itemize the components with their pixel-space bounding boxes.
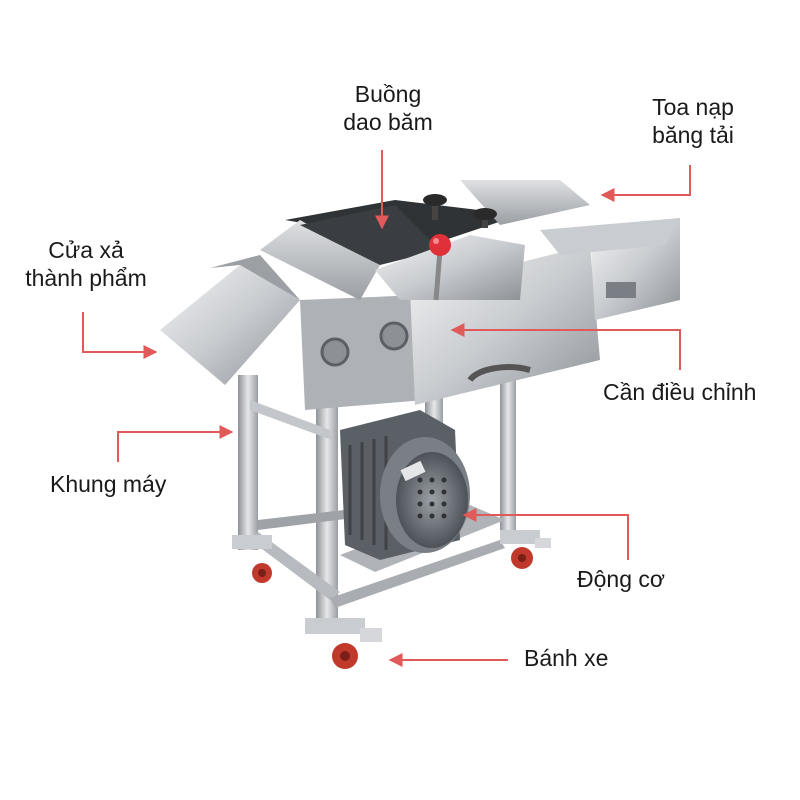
motor — [340, 410, 470, 560]
label-knife-chamber-line2: dao băm — [343, 109, 433, 135]
label-outlet: Cửa xả thành phẩm — [6, 236, 166, 292]
label-frame: Khung máy — [50, 471, 167, 497]
label-feed-tray: Toa nạp băng tải — [628, 93, 758, 149]
label-feed-tray-line2: băng tải — [652, 122, 734, 148]
label-wheel: Bánh xe — [524, 645, 609, 671]
machine-body — [160, 180, 680, 410]
callout-arrows — [82, 150, 691, 667]
label-outlet-line2: thành phẩm — [25, 265, 147, 291]
arrow-feed-tray — [600, 165, 691, 202]
arrow-lever — [450, 323, 681, 370]
label-knife-chamber: Buồng dao băm — [328, 80, 448, 136]
wheels — [232, 530, 551, 669]
arrow-frame — [117, 425, 234, 462]
label-feed-tray-line1: Toa nạp — [652, 94, 734, 120]
label-lever: Cần điều chỉnh — [603, 379, 757, 405]
label-motor: Động cơ — [577, 566, 665, 592]
label-outlet-line1: Cửa xả — [48, 237, 124, 263]
arrow-outlet — [82, 312, 158, 359]
label-knife-chamber-line1: Buồng — [354, 81, 422, 107]
arrow-motor — [462, 508, 629, 560]
